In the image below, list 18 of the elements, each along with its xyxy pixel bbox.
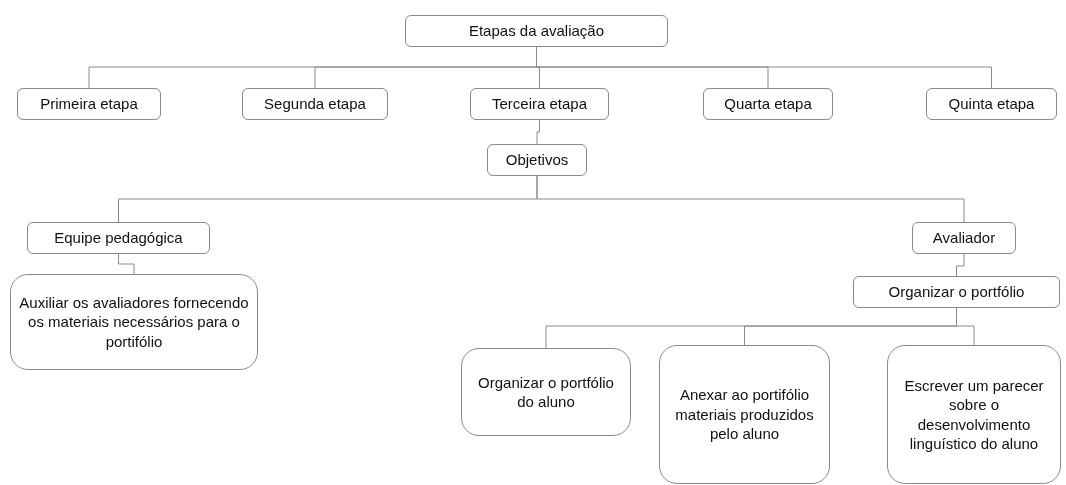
connector-line xyxy=(956,253,965,277)
hierarchy-box: Quarta etapa xyxy=(703,88,833,120)
connector-line xyxy=(536,175,965,223)
hierarchy-box: Quinta etapa xyxy=(926,88,1057,120)
hierarchy-box: Objetivos xyxy=(487,144,587,176)
hierarchy-box: Etapas da avaliação xyxy=(405,15,668,47)
hierarchy-box: Organizar o portfólio do aluno xyxy=(461,348,631,436)
hierarchy-box: Anexar ao portifólio materiais produzidos pelo aluno xyxy=(659,345,830,484)
connector-line xyxy=(536,119,540,145)
hierarchy-box: Avaliador xyxy=(912,222,1016,254)
hierarchy-box: Segunda etapa xyxy=(242,88,388,120)
connector-line xyxy=(118,253,135,275)
hierarchy-box: Escrever um parecer sobre o desenvolvimento linguístico do aluno xyxy=(887,345,1061,484)
hierarchy-box: Primeira etapa xyxy=(17,88,161,120)
hierarchy-box: Equipe pedagógica xyxy=(27,222,210,254)
hierarchy-box: Organizar o portfólio xyxy=(853,276,1060,308)
hierarchy-box: Auxiliar os avaliadores fornecendo os materiais necessários para o portifólio xyxy=(10,274,258,370)
hierarchy-box: Terceira etapa xyxy=(470,88,609,120)
